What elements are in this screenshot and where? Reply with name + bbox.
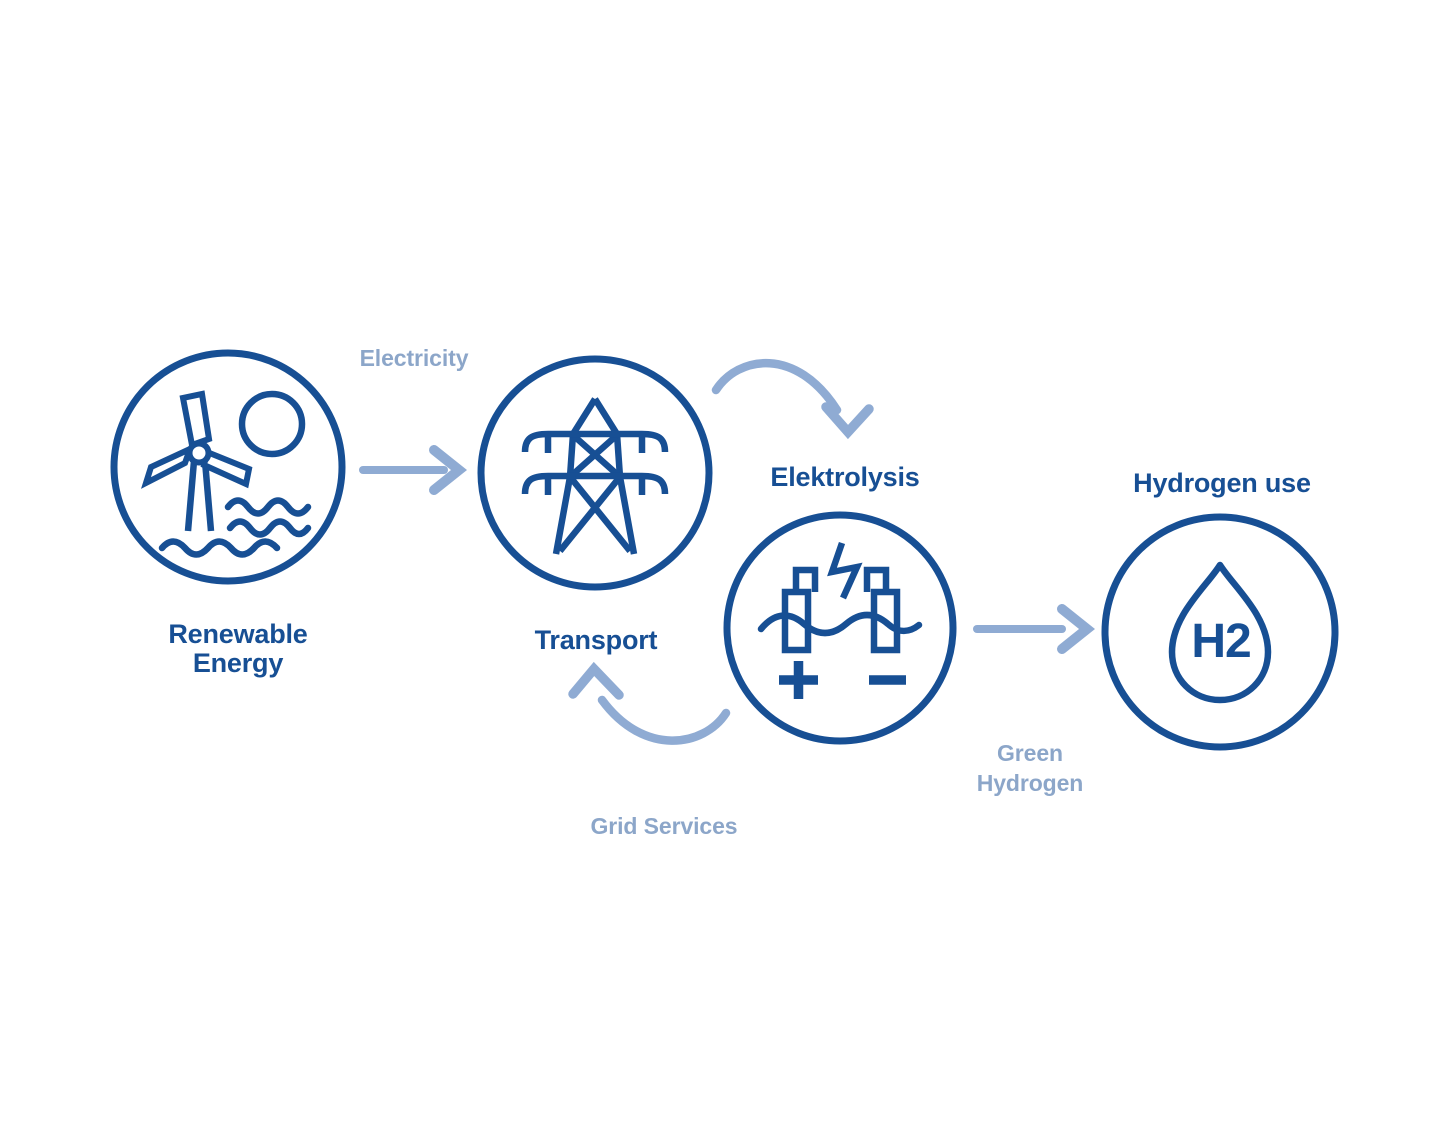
electricity-label: Electricity <box>360 345 469 371</box>
grid-services-label: Grid Services <box>590 813 737 839</box>
pylon-right-side <box>592 397 638 555</box>
electricity-pylon-icon <box>521 397 669 555</box>
droplet-outline <box>1168 561 1272 704</box>
renewable-energy-label-line2: Energy <box>193 648 284 678</box>
electrolyzer-icon <box>757 541 923 699</box>
sun-icon <box>238 390 306 458</box>
pylon-lower-crossarm <box>521 472 669 495</box>
transport-to-electrolysis-arrow <box>711 359 874 440</box>
transport-node: Transport <box>477 355 713 655</box>
grid-services-arrow <box>568 661 731 745</box>
pylon-left-side <box>552 397 598 555</box>
electrode-left-port <box>792 566 819 592</box>
pylon-lower-insulators <box>544 476 646 495</box>
h2-water-droplet-icon: H2 <box>1168 561 1272 704</box>
renewable-energy-node: Renewable Energy <box>110 349 346 678</box>
offshore-wind-turbine-and-sun-icon <box>141 390 312 558</box>
hydrogen-use-node: Hydrogen use H2 <box>1101 468 1339 751</box>
pylon-upper-brace <box>568 433 622 479</box>
electrolyte-wave <box>757 611 923 637</box>
turbine-blade-top <box>179 390 213 449</box>
h2-molecule-label: H2 <box>1191 615 1250 668</box>
water-waves-icon <box>158 497 312 558</box>
hydrogen-use-label: Hydrogen use <box>1133 468 1311 498</box>
wind-turbine-icon <box>141 390 253 532</box>
electrolysis-label: Elektrolysis <box>770 462 919 492</box>
electrode-right-port <box>863 566 890 592</box>
pylon-lower-brace <box>557 475 633 554</box>
plus-sign-icon <box>779 661 818 699</box>
electrolysis-node: Elektrolysis <box>723 462 957 745</box>
turbine-hub <box>186 440 212 466</box>
turbine-tower-right <box>201 460 215 532</box>
green-hydrogen-label-line1: Green <box>997 740 1063 766</box>
turbine-blade-left <box>141 443 196 489</box>
pylon-upper-crossarm <box>521 430 669 453</box>
pylon-upper-insulators <box>544 434 646 453</box>
lightning-bolt-icon <box>827 541 863 600</box>
transport-label: Transport <box>535 625 658 655</box>
renewable-energy-label-line1: Renewable <box>168 619 307 649</box>
electricity-arrow <box>359 445 468 495</box>
hydrogen-use-circle <box>1101 513 1339 751</box>
green-hydrogen-label-line2: Hydrogen <box>977 770 1084 796</box>
turbine-tower-left <box>184 460 198 532</box>
green-hydrogen-arrow <box>973 604 1096 654</box>
